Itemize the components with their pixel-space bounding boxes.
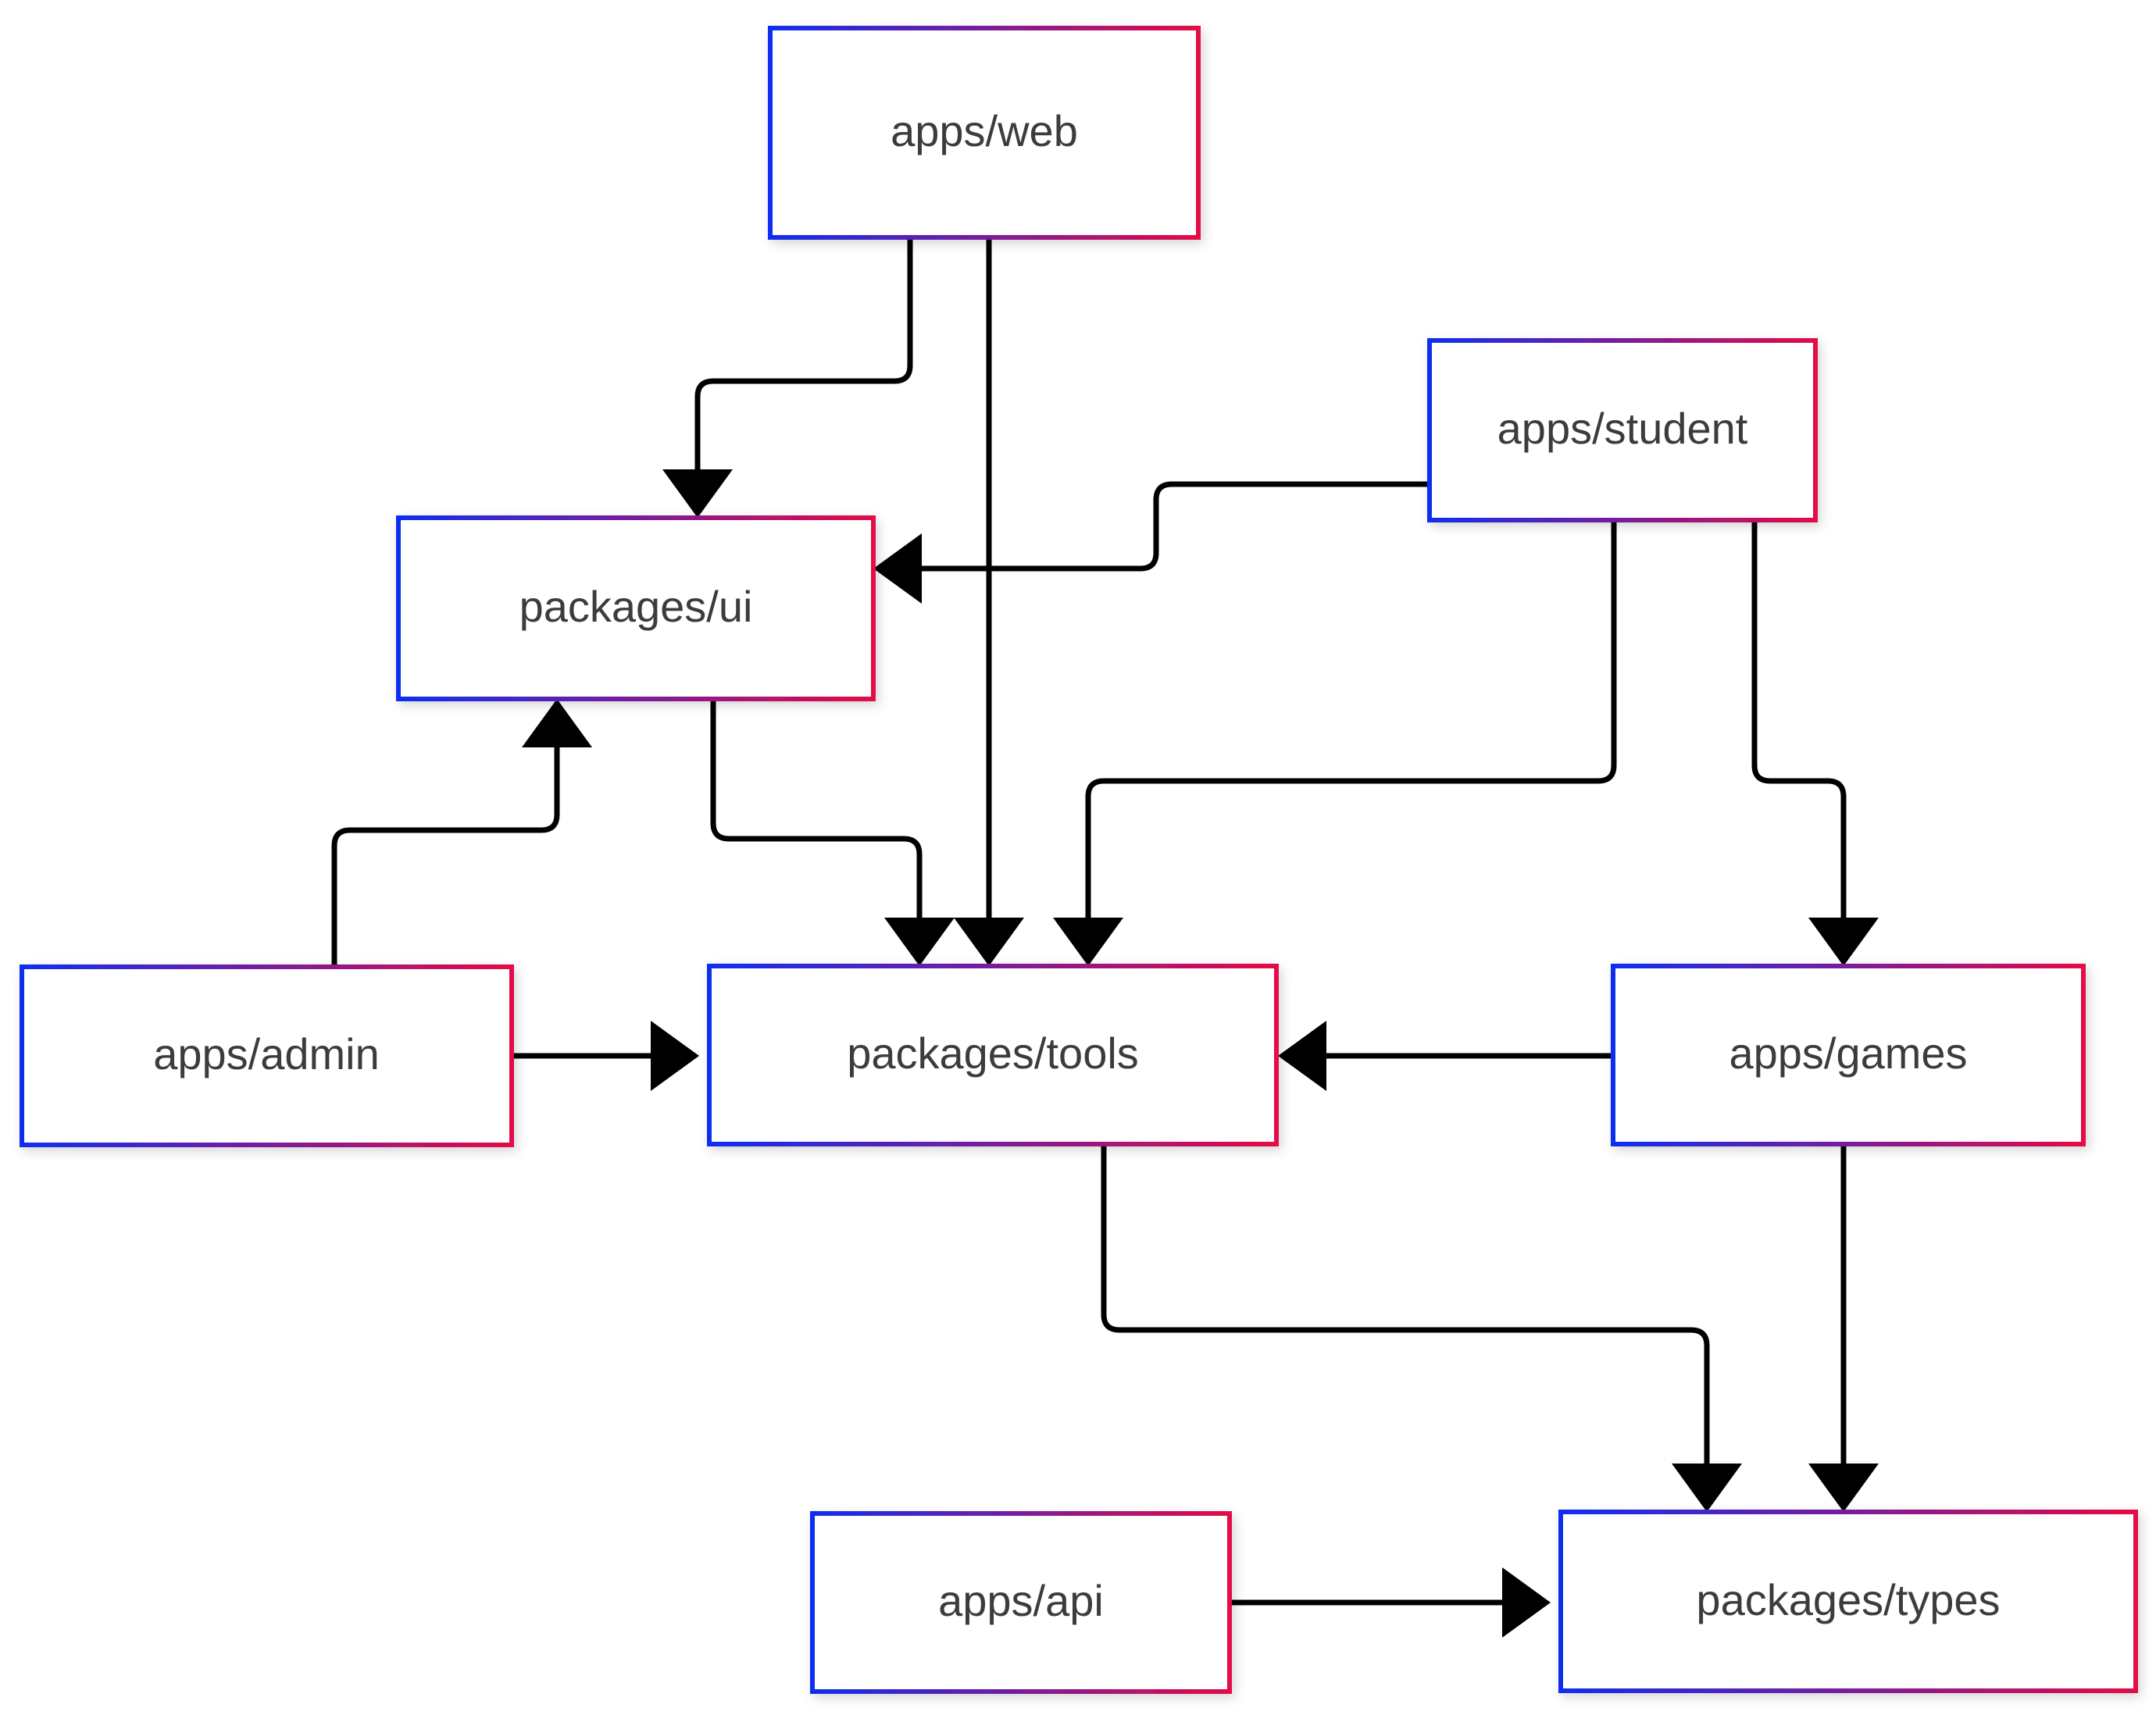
edge-student-to-tools bbox=[1053, 520, 1617, 966]
edge-admin-to-tools bbox=[512, 1021, 699, 1091]
node-packages-types[interactable]: packages/types bbox=[1558, 1510, 2138, 1693]
node-label-apps-api: apps/api bbox=[938, 1576, 1104, 1625]
node-label-apps-admin: apps/admin bbox=[153, 1029, 380, 1078]
node-box-packages-tools[interactable] bbox=[707, 964, 1279, 1146]
node-box-apps-api[interactable] bbox=[810, 1511, 1232, 1694]
node-label-packages-tools: packages/tools bbox=[847, 1029, 1139, 1078]
arrowhead-down bbox=[1053, 918, 1123, 966]
arrowhead-left bbox=[1278, 1021, 1326, 1091]
edge-tools-to-types bbox=[1101, 1144, 1742, 1512]
node-apps-admin[interactable]: apps/admin bbox=[20, 964, 514, 1147]
edge-layer bbox=[331, 237, 1879, 1638]
arrowhead-down bbox=[954, 918, 1024, 966]
node-layer: apps/web apps/student packages/ui apps/a… bbox=[20, 26, 2138, 1694]
node-label-packages-ui: packages/ui bbox=[519, 582, 753, 631]
node-box-apps-games[interactable] bbox=[1611, 964, 2086, 1146]
arrowhead-down bbox=[1672, 1464, 1742, 1512]
node-box-packages-types[interactable] bbox=[1558, 1510, 2138, 1693]
edge-api-to-types bbox=[1230, 1567, 1551, 1638]
node-label-apps-games: apps/games bbox=[1729, 1029, 1967, 1078]
edge-admin-to-ui bbox=[331, 699, 592, 967]
arrowhead-right bbox=[1502, 1567, 1551, 1638]
arrowhead-down bbox=[1808, 918, 1879, 966]
edge-web-to-ui bbox=[662, 237, 913, 518]
node-box-packages-ui[interactable] bbox=[396, 515, 876, 701]
arrowhead-left bbox=[873, 533, 922, 604]
arrowhead-down bbox=[1808, 1464, 1879, 1512]
arrowhead-down bbox=[662, 469, 733, 518]
node-apps-web[interactable]: apps/web bbox=[768, 26, 1201, 240]
node-packages-ui[interactable]: packages/ui bbox=[396, 515, 876, 701]
node-box-apps-admin[interactable] bbox=[20, 964, 514, 1147]
arrowhead-up bbox=[522, 699, 592, 747]
node-packages-tools[interactable]: packages/tools bbox=[707, 964, 1279, 1146]
edge-ui-to-tools bbox=[710, 699, 955, 966]
node-apps-api[interactable]: apps/api bbox=[810, 1511, 1232, 1694]
edge-games-to-types bbox=[1808, 1144, 1879, 1512]
edge-student-to-games bbox=[1751, 520, 1879, 966]
edge-games-to-tools bbox=[1278, 1021, 1613, 1091]
edge-student-to-ui bbox=[873, 481, 1430, 604]
node-box-apps-student[interactable] bbox=[1427, 338, 1818, 522]
node-label-apps-student: apps/student bbox=[1497, 404, 1748, 453]
node-apps-student[interactable]: apps/student bbox=[1427, 338, 1818, 522]
arrowhead-right bbox=[651, 1021, 699, 1091]
arrowhead-down bbox=[884, 918, 955, 966]
node-box-apps-web[interactable] bbox=[768, 26, 1201, 240]
edge-web-to-tools bbox=[954, 237, 1024, 966]
node-label-apps-web: apps/web bbox=[891, 106, 1078, 155]
node-apps-games[interactable]: apps/games bbox=[1611, 964, 2086, 1146]
node-label-packages-types: packages/types bbox=[1696, 1575, 2000, 1624]
